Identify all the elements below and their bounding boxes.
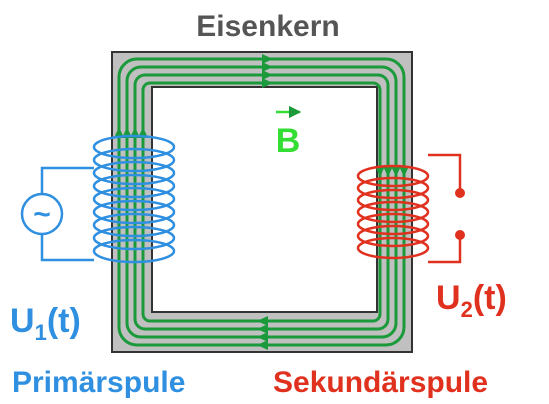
core-title: Eisenkern bbox=[196, 10, 339, 43]
output-terminal bbox=[455, 188, 465, 198]
secondary-coil bbox=[356, 164, 430, 260]
ac-source-icon bbox=[20, 192, 64, 236]
field-line bbox=[141, 81, 382, 323]
magnetic-field-lines bbox=[117, 57, 406, 347]
field-vector-label: B bbox=[276, 105, 302, 160]
field-line bbox=[125, 65, 398, 339]
ac-symbol: ~ bbox=[33, 198, 51, 231]
field-label-b: B bbox=[276, 122, 301, 160]
secondary-voltage-label: U2(t) bbox=[436, 279, 507, 322]
primary-voltage-label: U1(t) bbox=[10, 302, 81, 345]
secondary-coil-label: Sekundärspule bbox=[273, 366, 488, 399]
primary-coil bbox=[92, 134, 176, 264]
primary-circuit bbox=[20, 166, 94, 262]
field-line bbox=[117, 57, 406, 347]
secondary-circuit bbox=[428, 153, 465, 264]
output-terminal bbox=[455, 230, 465, 240]
iron-core bbox=[111, 51, 413, 353]
primary-coil-label: Primärspule bbox=[12, 366, 185, 399]
